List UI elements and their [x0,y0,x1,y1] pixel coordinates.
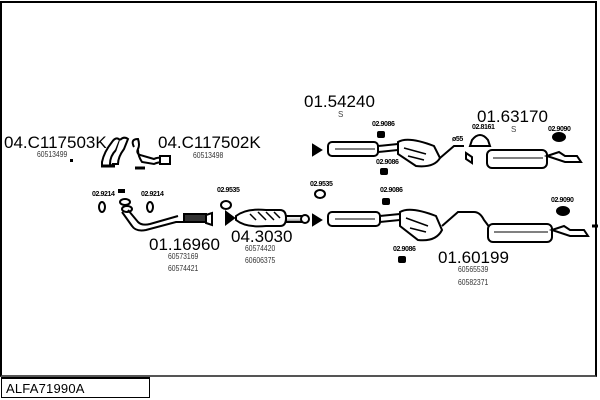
part-number-front-pipe[interactable]: 01.16960 [149,235,220,254]
oe-number-rear-silencer-lower-1: 60565539 [458,265,489,274]
part-number-rear-silencer-upper[interactable]: 01.63170 [477,107,548,126]
part-number-catalyst[interactable]: 04.3030 [231,227,293,246]
accessory-label-hanger-lower-bottom[interactable]: 02.9086 [393,246,416,253]
manifold-right-shape[interactable] [131,137,171,170]
front-pipe-mounts[interactable] [98,189,154,213]
rear-hangers-lower[interactable] [556,206,570,216]
accessory-label-hanger-upper-top[interactable]: 02.9086 [372,121,395,128]
diagram-frame [0,1,597,377]
suffix-rear-silencer-upper: S [511,125,517,134]
suffix-middle-silencer: S [338,110,344,119]
rear-silencer-lower-shape[interactable] [487,223,598,243]
rear-clamp[interactable] [468,134,492,147]
accessory-label-gasket-catalyst[interactable]: 02.9535 [217,187,240,194]
accessory-label-mount-left[interactable]: 02.9214 [92,191,115,198]
part-number-middle-silencer[interactable]: 01.54240 [304,92,375,111]
front-pipe-shape[interactable] [121,209,213,232]
middle-silencer-lower-shape[interactable] [312,208,491,242]
rear-silencer-upper-shape[interactable] [465,149,583,169]
part-number-manifold-left[interactable]: 04.C117503K [4,133,107,152]
accessory-label-gasket-middle[interactable]: 02.9535 [310,181,333,188]
gasket-middle[interactable] [314,189,326,199]
gasket-catalyst[interactable] [220,200,232,210]
accessory-label-hanger-upper-bottom[interactable]: 02.9086 [376,159,399,166]
accessory-label-hanger-lower-top[interactable]: 02.9086 [380,187,403,194]
diagram-title: ALFA71990A [6,381,85,396]
diagram-title-box: ALFA71990A [1,377,150,398]
oe-number-manifold-right: 60513498 [193,151,224,160]
oe-number-manifold-left: 60513499 [37,150,68,159]
accessory-label-mount-right[interactable]: 02.9214 [141,191,164,198]
upper-hangers[interactable] [377,131,388,175]
part-number-rear-silencer-lower[interactable]: 01.60199 [438,248,509,267]
oe-number-front-pipe-1: 60573169 [168,252,199,261]
manifold-left-shape[interactable] [101,136,130,168]
accessory-label-rear-hanger-upper[interactable]: 02.9090 [548,126,571,133]
marker-dot [70,159,73,162]
middle-silencer-upper-shape[interactable] [312,138,464,168]
accessory-label-rear-hanger-lower[interactable]: 02.9090 [551,197,574,204]
oe-number-front-pipe-2: 60574421 [168,264,199,273]
oe-number-rear-silencer-lower-2: 60582371 [458,278,489,287]
rear-hangers-upper[interactable] [552,132,566,142]
catalyst-shape[interactable] [225,208,310,228]
oe-number-catalyst-2: 60606375 [245,256,276,265]
part-number-manifold-right[interactable]: 04.C117502K [158,133,261,152]
lower-hangers[interactable] [382,198,406,263]
accessory-label-rear-clamp[interactable]: 02.8161 [472,124,495,131]
accessory-label-clamp-size: ø55 [452,136,463,143]
oe-number-catalyst-1: 60574420 [245,244,276,253]
